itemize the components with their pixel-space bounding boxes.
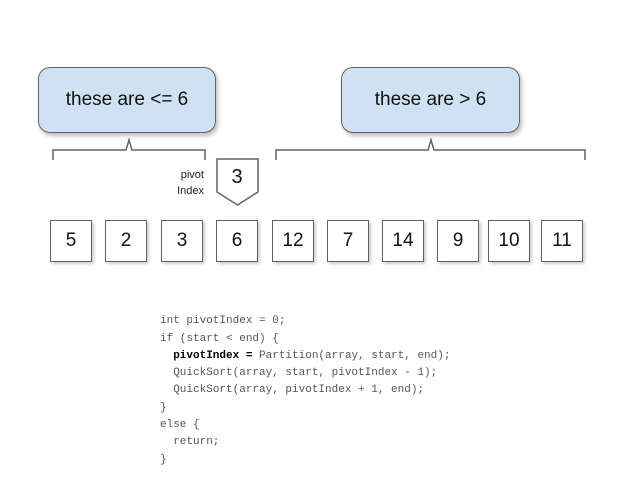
array-cell: 14 [382, 220, 424, 262]
pivot-index-label: pivot Index [158, 167, 204, 199]
code-text: QuickSort(array, start, pivotIndex - 1); [173, 367, 438, 380]
code-line: return; [160, 434, 450, 451]
code-text: QuickSort(array, pivotIndex + 1, end); [173, 384, 425, 397]
code-text: return; [173, 436, 220, 449]
pivot-marker-shape [216, 158, 259, 206]
callout-greater: these are > 6 [341, 67, 520, 133]
code-block: int pivotIndex = 0; if (start < end) { pi… [160, 296, 450, 486]
pivot-label-line1: pivot [180, 169, 204, 181]
left-brace [52, 137, 206, 160]
code-text: Partition(array, start, end); [252, 349, 451, 362]
code-line: int pivotIndex = 0; [160, 315, 286, 328]
code-line: else { [160, 419, 200, 432]
array-cell: 3 [161, 220, 203, 262]
array-cell: 7 [327, 220, 369, 262]
array-cell: 9 [437, 220, 479, 262]
array-cell: 11 [541, 220, 583, 262]
callout-less-equal: these are <= 6 [38, 67, 216, 133]
pivot-value: 3 [231, 165, 243, 188]
array-cell: 12 [272, 220, 314, 262]
code-line: } [160, 453, 167, 466]
code-line: QuickSort(array, start, pivotIndex - 1); [160, 365, 450, 382]
callout-right-text: these are > 6 [374, 89, 487, 110]
code-line: if (start < end) { [160, 332, 279, 345]
array-cell: 6 [216, 220, 258, 262]
array-cell: 2 [105, 220, 147, 262]
right-brace [275, 137, 586, 160]
code-line: pivotIndex = Partition(array, start, end… [160, 348, 450, 365]
code-line: } [160, 401, 167, 414]
callout-left-text: these are <= 6 [65, 89, 189, 110]
pivot-label-line2: Index [177, 185, 204, 197]
array-cell: 10 [488, 220, 530, 262]
code-line: QuickSort(array, pivotIndex + 1, end); [160, 382, 450, 399]
code-bold-text: pivotIndex = [173, 349, 253, 362]
array-cell: 5 [50, 220, 92, 262]
